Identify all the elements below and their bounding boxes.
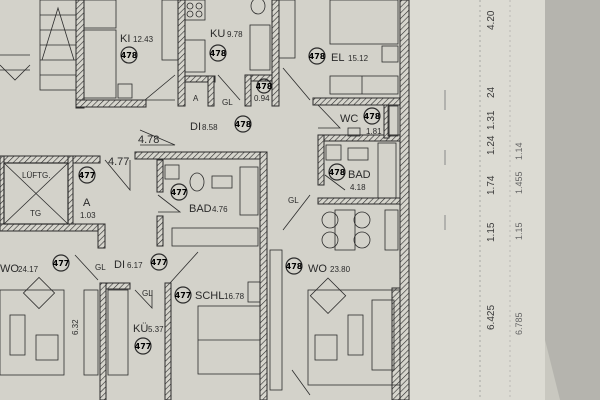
dim-col1-3: 1.24 — [486, 135, 497, 155]
room-luftg-name: LÜFTG. — [22, 171, 50, 180]
dim-col1-2: 1.31 — [486, 110, 497, 130]
inner-dimension: 6.32 — [71, 319, 80, 335]
room-el-name: EL — [331, 52, 344, 64]
room-el-unit: 478 — [309, 52, 326, 61]
dim-col1-4: 1.74 — [486, 175, 497, 195]
room-ku-left-unit: 477 — [135, 342, 152, 351]
room-wo-left-name: WO — [0, 263, 19, 275]
dim-col1-6: 6.425 — [486, 305, 497, 330]
room-bad-mid-name: BAD — [189, 203, 212, 215]
room-a-left-unit: 477 — [79, 171, 96, 180]
room-a-top-unit: 478 — [256, 82, 273, 91]
room-schl-unit: 477 — [175, 291, 192, 300]
room-wc-area: 1.81 — [366, 127, 382, 136]
dim-col2-1: 1.455 — [514, 171, 524, 194]
door-label-gl: GL — [288, 196, 299, 205]
room-bad-right-unit: 478 — [329, 168, 346, 177]
room-ki-name: KI — [120, 33, 130, 45]
room-ku-unit: 478 — [210, 49, 227, 58]
room-a-left-area: 1.03 — [80, 211, 96, 220]
room-ki-unit: 478 — [121, 51, 138, 60]
room-a-top-name: A — [193, 94, 199, 103]
room-luftg-sub: TG — [30, 209, 41, 218]
room-wo-left-unit: 477 — [53, 259, 70, 268]
dimension-lines: 4.20 24 1.31 1.24 1.74 1.15 6.425 1.14 1… — [444, 0, 524, 400]
unit-markers — [52, 44, 381, 355]
room-wo-right-unit: 478 — [286, 262, 303, 271]
room-schl-name: SCHL — [195, 290, 224, 302]
door-label-gl: GL — [222, 98, 233, 107]
room-bad-right-name: BAD — [348, 169, 371, 181]
dim-col2-2: 1.15 — [514, 222, 524, 240]
room-wo-left-area: 24.17 — [18, 265, 39, 274]
room-ku-left-name: KÜ — [133, 323, 148, 335]
room-bad-right-area: 4.18 — [350, 183, 366, 192]
room-bad-mid-unit: 477 — [171, 188, 188, 197]
unit-label-478: 4.78 — [138, 134, 159, 146]
room-ki-area: 12.43 — [133, 35, 154, 44]
room-a-left-name: A — [83, 197, 91, 209]
room-wc-unit: 478 — [364, 112, 381, 121]
room-ku-name: KU — [210, 28, 225, 40]
room-a-top-area: 0.94 — [254, 94, 270, 103]
room-ku-left-area: 5.37 — [148, 325, 164, 334]
fixtures — [0, 0, 401, 396]
room-wo-right-area: 23.80 — [330, 265, 351, 274]
door-label-gl: GL — [142, 289, 153, 298]
room-di-left-unit: 477 — [151, 258, 168, 267]
margin-strip — [410, 0, 545, 400]
dim-col2-3: 6.785 — [514, 312, 524, 335]
room-labels: KI 12.43 478 KU 9.78 478 478 EL 15.12 47… — [0, 28, 382, 351]
room-schl-area: 16.78 — [224, 292, 245, 301]
walls — [0, 0, 410, 400]
room-di-top-name: DI — [190, 121, 201, 133]
room-di-left-name: DI — [114, 259, 125, 271]
room-ku-area: 9.78 — [227, 30, 243, 39]
dim-col1-1: 24 — [486, 86, 497, 98]
room-wo-right-name: WO — [308, 263, 327, 275]
room-di-top-unit: 478 — [235, 120, 252, 129]
room-di-left-area: 6.17 — [127, 261, 143, 270]
room-wc-name: WC — [340, 113, 358, 125]
dim-col1-0: 4.20 — [486, 10, 497, 30]
room-bad-mid-area: 4.76 — [212, 205, 228, 214]
dim-col1-5: 1.15 — [486, 222, 497, 242]
unit-label-477: 4.77 — [108, 156, 129, 168]
room-di-top-area: 8.58 — [202, 123, 218, 132]
room-el-area: 15.12 — [348, 54, 369, 63]
door-label-gl: GL — [95, 263, 106, 272]
dim-col2-0: 1.14 — [514, 142, 524, 160]
shadow-area — [545, 0, 600, 400]
